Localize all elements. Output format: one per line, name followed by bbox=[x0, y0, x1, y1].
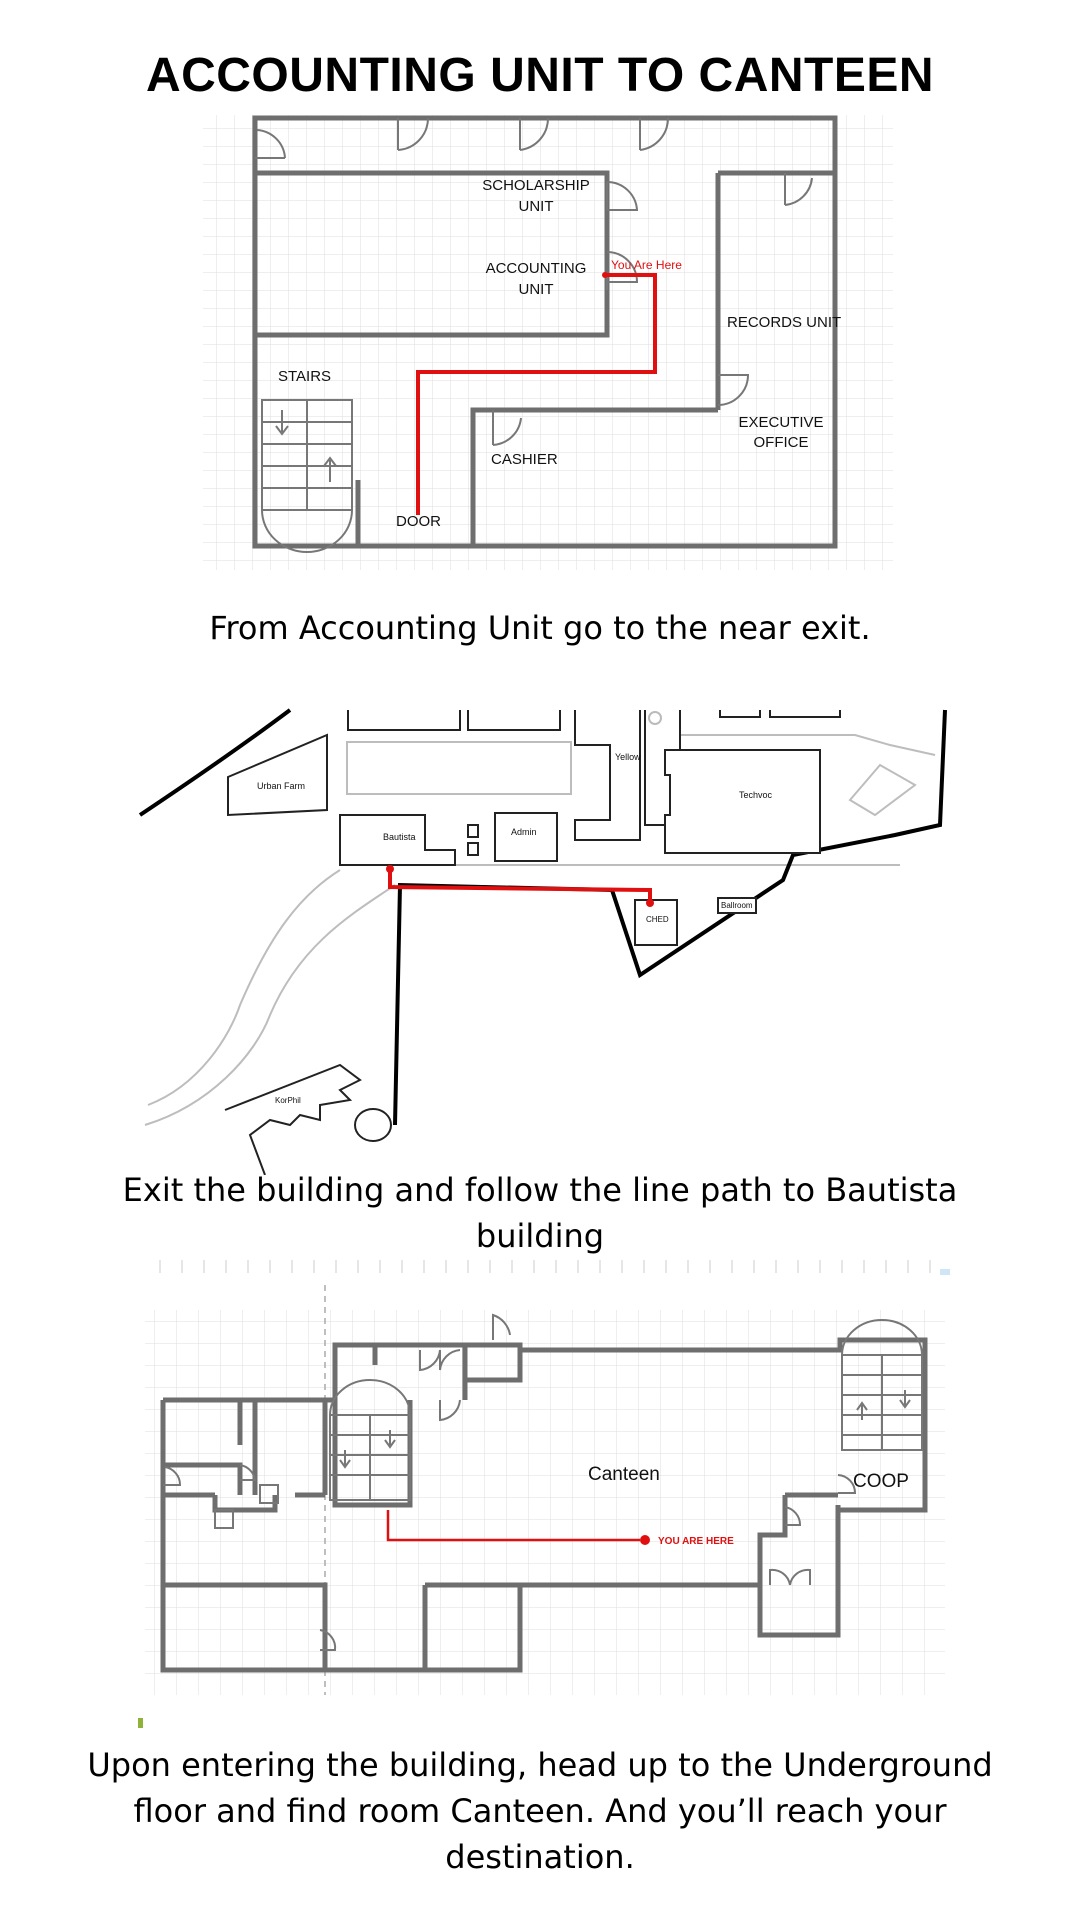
room-accounting-line2: UNIT bbox=[519, 281, 554, 298]
building-bautista bbox=[339, 814, 456, 866]
building-ched bbox=[634, 899, 678, 946]
route-path-3 bbox=[386, 1510, 640, 1542]
campus-boundary bbox=[138, 708, 292, 817]
room-door: DOOR bbox=[396, 513, 441, 530]
label-korphil: KorPhil bbox=[275, 1096, 301, 1105]
room-canteen: Canteen bbox=[588, 1464, 660, 1485]
route-path-1 bbox=[416, 273, 657, 515]
room-stairs: STAIRS bbox=[278, 368, 331, 385]
step1-caption: From Accounting Unit go to the near exit… bbox=[209, 609, 871, 647]
route-path-2 bbox=[388, 870, 652, 903]
campus-map: Urban Farm Bautista Admin Yellow Techvoc… bbox=[138, 708, 947, 1175]
building-ballroom bbox=[717, 897, 757, 914]
accounting-floor-map: SCHOLARSHIP UNIT ACCOUNTING UNIT You Are… bbox=[203, 115, 893, 570]
room-coop: COOP bbox=[853, 1471, 909, 1492]
building-korphil bbox=[224, 1063, 362, 1175]
step2-caption: Exit the building and follow the line pa… bbox=[122, 1171, 958, 1255]
label-urban-farm: Urban Farm bbox=[257, 781, 305, 791]
room-executive-line2: OFFICE bbox=[754, 434, 809, 451]
label-admin: Admin bbox=[511, 827, 537, 837]
stairs-icon bbox=[329, 1379, 411, 1501]
you-are-here-dot bbox=[640, 1535, 650, 1545]
stairs-icon bbox=[841, 1319, 923, 1451]
room-cashier: CASHIER bbox=[491, 451, 558, 468]
room-records: RECORDS UNIT bbox=[727, 314, 841, 331]
label-techvoc: Techvoc bbox=[739, 790, 773, 800]
room-accounting-line1: ACCOUNTING bbox=[486, 260, 587, 277]
you-are-here-dot bbox=[602, 272, 608, 278]
bautista-floor-map: YOU ARE HERE Canteen COOP bbox=[138, 1260, 950, 1728]
map-grid bbox=[203, 115, 893, 570]
building-urban-farm bbox=[227, 733, 328, 817]
label-ched: CHED bbox=[646, 915, 669, 924]
stairs-icon bbox=[261, 399, 353, 553]
label-ballroom: Ballroom bbox=[721, 901, 753, 910]
office-block bbox=[252, 170, 610, 338]
room-executive-line1: EXECUTIVE bbox=[738, 414, 823, 431]
label-yellow: Yellow bbox=[615, 752, 641, 762]
you-are-here-label: You Are Here bbox=[611, 258, 682, 272]
page-title: ACCOUNTING UNIT TO CANTEEN bbox=[145, 49, 935, 102]
room-scholarship-line1: SCHOLARSHIP bbox=[482, 177, 590, 194]
building-techvoc bbox=[664, 749, 821, 854]
label-bautista: Bautista bbox=[383, 832, 416, 842]
room-scholarship-line2: UNIT bbox=[519, 198, 554, 215]
you-are-here-label: YOU ARE HERE bbox=[658, 1536, 734, 1547]
step3-caption: Upon entering the building, head up to t… bbox=[87, 1746, 993, 1876]
building-admin bbox=[494, 812, 558, 862]
